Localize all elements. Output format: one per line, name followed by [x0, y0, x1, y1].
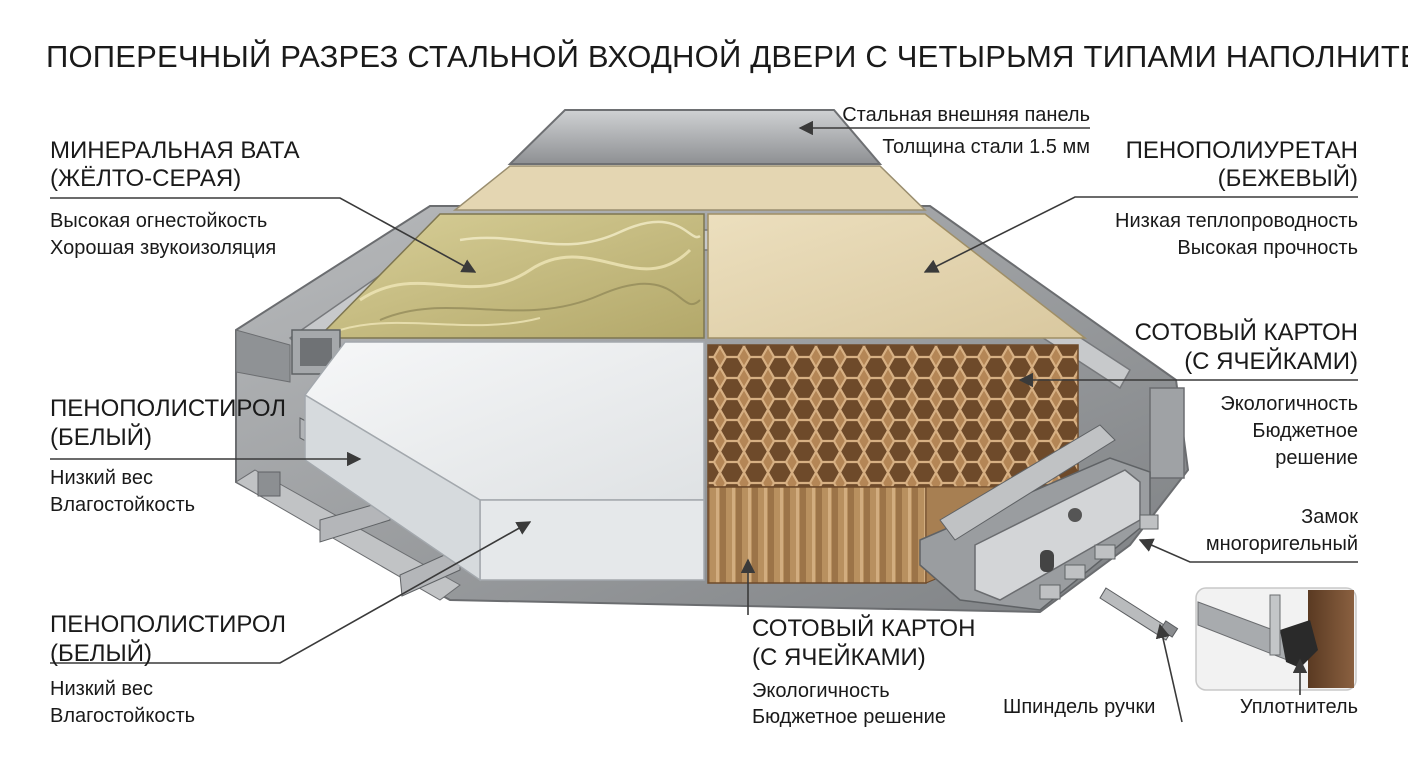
- polyurethane-name: ПЕНОПОЛИУРЕТАН: [1125, 137, 1358, 164]
- honeycomb-bottom-prop-2: Бюджетное решение: [752, 706, 946, 728]
- polyurethane-prop-1: Низкая теплопроводность: [1115, 210, 1358, 232]
- honeycomb-right-name: СОТОВЫЙ КАРТОН: [1134, 319, 1358, 346]
- polystyrene-bottom-name: ПЕНОПОЛИСТИРОЛ: [50, 611, 286, 638]
- honeycomb-right-prop-1: Экологичность: [1220, 393, 1358, 415]
- honeycomb-bottom-name: СОТОВЫЙ КАРТОН: [752, 615, 976, 642]
- honeycomb-bottom-prop-1: Экологичность: [752, 680, 890, 702]
- polystyrene-bottom-prop-1: Низкий вес: [50, 678, 153, 700]
- handle-spindle: [1099, 587, 1179, 641]
- polystyrene-fill: [303, 341, 705, 582]
- seal-inset: [1195, 587, 1357, 691]
- polystyrene-bottom-color: (БЕЛЫЙ): [50, 640, 152, 667]
- mineral-wool-name: МИНЕРАЛЬНАЯ ВАТА: [50, 137, 300, 164]
- honeycomb-right-prop-2: Бюджетное: [1252, 420, 1358, 442]
- polyurethane-color: (БЕЖЕВЫЙ): [1217, 165, 1358, 192]
- polystyrene-top-color: (БЕЛЫЙ): [50, 424, 152, 451]
- seal-label: Уплотнитель: [1239, 696, 1358, 718]
- honeycomb-right-prop-3: решение: [1275, 447, 1358, 469]
- beige-top-layer: [452, 165, 927, 211]
- lock-mechanism: [919, 424, 1159, 611]
- mineral-wool-color: (ЖЁЛТО-СЕРАЯ): [50, 165, 242, 192]
- diagram-title: ПОПЕРЕЧНЫЙ РАЗРЕЗ СТАЛЬНОЙ ВХОДНОЙ ДВЕРИ…: [46, 39, 1408, 74]
- mineral-wool-fill: [316, 213, 705, 339]
- leader-lines: [50, 120, 1358, 723]
- lock-label-line1: Замок: [1301, 506, 1358, 528]
- polystyrene-top-name: ПЕНОПОЛИСТИРОЛ: [50, 395, 286, 422]
- steel-panel-label: Стальная внешняя панель: [842, 104, 1090, 126]
- honeycomb-bottom-color: (С ЯЧЕЙКАМИ): [752, 644, 926, 671]
- lock-label-line2: многоригельный: [1205, 533, 1358, 555]
- spindle-label: Шпиндель ручки: [1003, 696, 1156, 718]
- polyurethane-prop-2: Высокая прочность: [1177, 237, 1358, 259]
- polyurethane-fill: [707, 213, 1088, 339]
- polystyrene-bottom-prop-2: Влагостойкость: [50, 705, 196, 727]
- steel-outer-panel: [507, 109, 883, 165]
- polystyrene-top-prop-1: Низкий вес: [50, 467, 153, 489]
- honeycomb-right-color: (С ЯЧЕЙКАМИ): [1184, 348, 1358, 375]
- steel-thickness-label: Толщина стали 1.5 мм: [882, 136, 1090, 158]
- mineral-wool-prop-2: Хорошая звукоизоляция: [50, 237, 277, 259]
- mineral-wool-prop-1: Высокая огнестойкость: [50, 210, 268, 232]
- polystyrene-top-prop-2: Влагостойкость: [50, 494, 196, 516]
